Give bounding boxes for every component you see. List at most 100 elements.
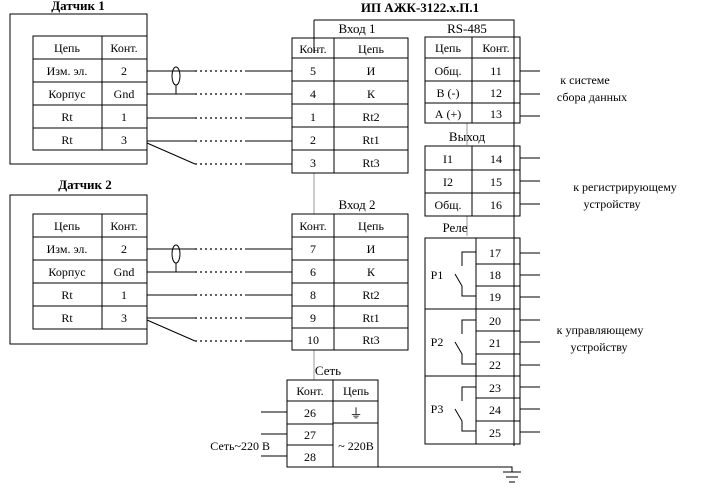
relay-3-switch-icon [454,386,476,432]
relay-title: Реле [442,220,467,235]
relay-contact: 21 [489,336,501,350]
rs485-header-contact: Конт. [482,41,509,55]
sensor-2-contact: 1 [121,288,127,302]
sensor-1-circuit: Rt [61,110,73,124]
sensor-2-header-circuit: Цепь [54,219,80,233]
input-2-circuit: И [367,242,376,256]
relay-contact: 17 [489,246,501,260]
output-circuit: I1 [443,152,453,166]
sensor-1-circuit: Rt [61,133,73,147]
input-1-circuit: Rt2 [362,110,379,124]
input-1-circuit: Rt3 [362,156,379,170]
rs485-note: сбора данных [557,90,627,104]
sensor-1: Датчик 1 Цепь Конт. Изм. эл. 2 Корпус Gn… [9,0,148,165]
relay-note: устройству [571,340,628,354]
power-block: Сеть Конт. Цепь 26 27 28 ⏚ ~ 220В Сеть~2… [210,363,379,468]
relay-2-label: Р2 [431,335,444,349]
input-2-header-circuit: Цепь [358,219,384,233]
sensor-2-header-contact: Конт. [110,219,137,233]
output-contact: 15 [490,175,502,189]
input-1-circuit: И [367,64,376,78]
input-1-contact: 1 [310,110,316,124]
input-1-title: Вход 1 [339,21,376,36]
relay-contact: 25 [489,426,501,440]
input-2-header-contact: Конт. [299,219,326,233]
rs485-contact: 13 [490,107,502,121]
input-1-contact: 2 [310,133,316,147]
input-2-contact: 7 [310,242,316,256]
input-2-circuit: Rt2 [362,288,379,302]
input-2: Вход 2 Конт. Цепь 7 И 6 К 8 Rt2 9 Rt1 10… [291,197,409,351]
sensor-1-contact: Gnd [114,87,135,101]
input-1-circuit: Rt1 [362,133,379,147]
power-contact: 26 [304,406,316,420]
sensor-2: Датчик 2 Цепь Конт. Изм. эл. 2 Корпус Gn… [9,177,148,345]
output-note: к регистрирующему [573,180,677,194]
input-1-header-circuit: Цепь [358,42,384,56]
power-contact: 27 [304,428,316,442]
input-1-circuit: К [367,87,376,101]
wires-sensor-2 [146,244,292,342]
sensor-1-contact: 1 [121,110,127,124]
output-note: устройству [584,197,641,211]
relay-contact: 22 [489,358,501,372]
power-supply-label: Сеть~220 В [210,439,270,453]
power-header-circuit: Цепь [343,384,369,398]
output-title: Выход [449,129,486,144]
output-circuit: Общ. [434,198,461,212]
sensor-2-circuit: Изм. эл. [47,242,88,256]
rs485-circuit: А (+) [435,107,461,121]
relay-3-label: Р3 [431,402,444,416]
input-2-contact: 10 [307,333,319,347]
relay-contact: 23 [489,381,501,395]
input-2-circuit: К [367,265,376,279]
input-2-contact: 8 [310,288,316,302]
relay-1-label: Р1 [431,268,444,282]
power-contact: 28 [304,450,316,464]
sensor-2-contact: Gnd [114,265,135,279]
input-2-contact: 9 [310,311,316,325]
relay-2-switch-icon [454,319,476,365]
power-voltage: ~ 220В [338,439,374,453]
rs485-header-circuit: Цепь [435,41,461,55]
rs485-contact: 12 [490,86,502,100]
rs485-circuit: В (-) [437,86,460,100]
relay-block: Реле Р1 17 18 19 Р2 20 21 22 Р3 23 24 25 [424,220,644,445]
sensor-1-circuit: Изм. эл. [47,64,88,78]
sensor-1-contact: 3 [121,133,127,147]
relay-note: к управляющему [557,323,644,337]
ground-wire [378,466,521,483]
output-circuit: I2 [443,175,453,189]
input-1: Вход 1 Конт. Цепь 5 И 4 К 1 Rt2 2 Rt1 3 … [291,21,409,174]
output-contact: 14 [490,152,502,166]
sensor-1-contact: 2 [121,64,127,78]
relay-contact: 19 [489,290,501,304]
power-title: Сеть [315,363,341,378]
input-2-title: Вход 2 [339,197,376,212]
input-1-contact: 3 [310,156,316,170]
sensor-2-contact: 2 [121,242,127,256]
input-2-circuit: Rt3 [362,333,379,347]
sensor-1-title: Датчик 1 [51,0,105,13]
device-body: ИП АЖК-3122.х.П.1 [313,0,515,446]
sensor-1-header-circuit: Цепь [54,41,80,55]
rs485-title: RS-485 [447,21,487,36]
rs485-note: к системе [560,73,609,87]
power-header-contact: Конт. [296,384,323,398]
rs485-circuit: Общ. [434,64,461,78]
relay-contact: 18 [489,268,501,282]
sensor-1-circuit: Корпус [48,87,85,101]
output-contact: 16 [490,198,502,212]
output-block: Выход I1 14 I2 15 Общ. 16 к регистрирующ… [424,129,677,217]
input-2-contact: 6 [310,265,316,279]
relay-contact: 20 [489,314,501,328]
sensor-2-circuit: Rt [61,311,73,325]
rs485-contact: 11 [490,64,502,78]
rs485-block: RS-485 Цепь Конт. Общ. 11 В (-) 12 А (+)… [424,21,627,124]
sensor-2-circuit: Корпус [48,265,85,279]
sensor-2-title: Датчик 2 [58,177,112,192]
relay-contact: 24 [489,403,501,417]
relay-1-switch-icon [454,251,476,297]
sensor-1-header-contact: Конт. [110,41,137,55]
